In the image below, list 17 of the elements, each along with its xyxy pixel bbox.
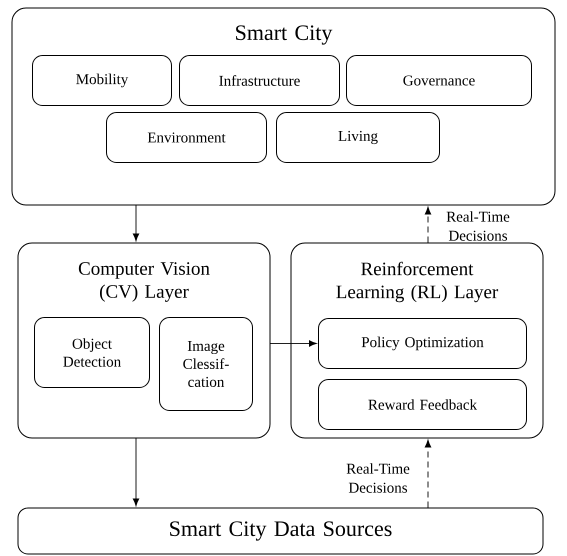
arrow [270,340,317,347]
process-box: Governance [346,55,532,106]
arrow [424,206,432,243]
process-box: Object Detection [34,316,150,388]
process-box: Policy Optimization [318,318,527,369]
process-box: Mobility [32,55,172,106]
arrow [132,438,140,506]
arrow [424,440,432,508]
source-bar: Smart City Data Sources [18,507,544,554]
edge-label: Real-Time Decisions [346,463,410,493]
arrow [132,205,140,242]
process-box: Living [276,112,440,163]
process-box: Infrastructure [179,55,340,106]
process-box: Reward Feedback [318,378,527,430]
process-box: Environment [106,112,267,163]
edge-label: Real-Time Decisions [446,211,510,241]
process-box: Image Clessif-cation [159,316,253,411]
